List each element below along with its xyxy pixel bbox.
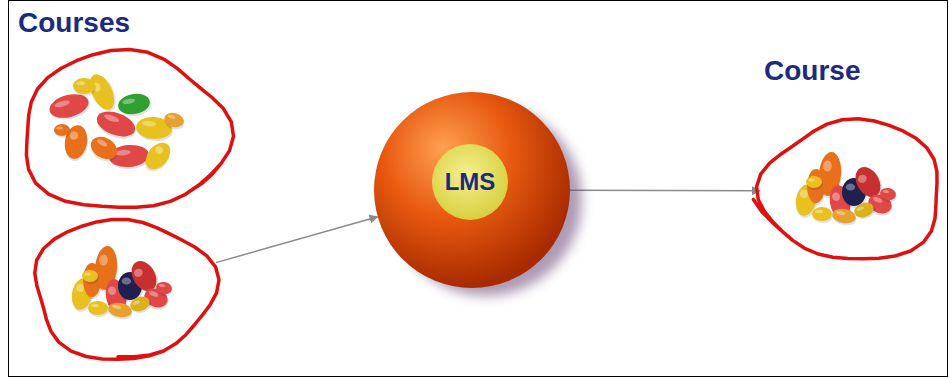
candy-cluster <box>28 214 218 364</box>
candy <box>86 132 122 166</box>
course-group <box>28 214 218 364</box>
candy <box>139 138 176 176</box>
candy <box>155 281 174 298</box>
flow-arrow <box>570 190 760 192</box>
red-outline <box>26 49 233 207</box>
candy <box>117 91 153 118</box>
course-group: Course <box>758 52 948 268</box>
red-outline <box>753 119 937 259</box>
candy <box>806 176 823 190</box>
candy <box>54 124 71 138</box>
group-heading: Courses <box>18 6 130 40</box>
group-heading: Course <box>764 54 860 88</box>
flow-arrow <box>216 217 378 263</box>
candy <box>831 207 858 227</box>
sphere-disc <box>432 144 508 220</box>
candy <box>73 78 96 96</box>
sphere-body <box>374 92 570 288</box>
candy <box>82 270 99 284</box>
frame-border <box>9 1 948 377</box>
node-label: LMS <box>445 168 496 196</box>
red-outline <box>35 219 219 359</box>
candy <box>852 200 877 222</box>
candy <box>88 301 109 317</box>
course-group: Courses <box>12 4 234 216</box>
candy <box>879 187 898 204</box>
candy <box>812 207 833 223</box>
lms-sphere: LMS <box>372 86 578 294</box>
candy <box>162 111 186 132</box>
candy <box>107 301 134 321</box>
candy <box>128 294 153 316</box>
